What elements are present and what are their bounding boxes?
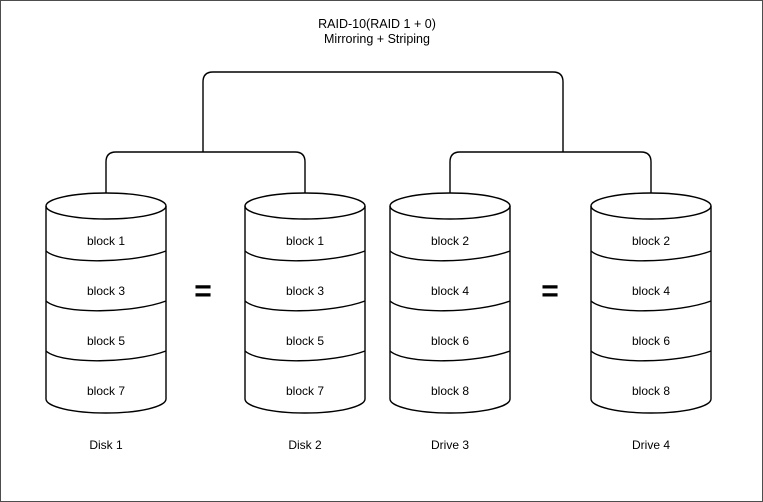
disk-1-block-3: block 5: [87, 334, 125, 348]
cylinder-body: [244, 206, 366, 414]
block-separator: [244, 350, 366, 362]
right-mirror-connector: [449, 151, 652, 193]
block-separator: [45, 250, 167, 262]
disk-3-block-1: block 2: [431, 234, 469, 248]
disk-2-cylinder: block 1 block 3 block 5 block 7 Disk 2: [244, 192, 366, 452]
disk-3-block-4: block 8: [431, 384, 469, 398]
block-separator: [45, 350, 167, 362]
block-separator: [590, 300, 712, 312]
cylinder-top-ellipse: [389, 192, 511, 220]
cylinder-top-ellipse: [590, 192, 712, 220]
disk-3-cylinder: block 2 block 4 block 6 block 8 Drive 3: [389, 192, 511, 452]
disk-2-block-1: block 1: [286, 234, 324, 248]
block-separator: [244, 250, 366, 262]
block-separator: [590, 250, 712, 262]
disk-2-label: Disk 2: [288, 438, 322, 452]
cylinder-top-ellipse: [45, 192, 167, 220]
disk-4-block-2: block 4: [632, 284, 670, 298]
diagram-subtitle: Mirroring + Striping: [324, 32, 430, 46]
disk-1-block-1: block 1: [87, 234, 125, 248]
disk-4-block-1: block 2: [632, 234, 670, 248]
disk-3-block-3: block 6: [431, 334, 469, 348]
left-mirror-connector: [105, 151, 306, 193]
disk-2-block-3: block 5: [286, 334, 324, 348]
disk-4-label: Drive 4: [632, 438, 670, 452]
cylinder-body: [590, 206, 712, 414]
disk-3-block-2: block 4: [431, 284, 469, 298]
top-stripe-connector: [202, 71, 564, 152]
disk-2-block-4: block 7: [286, 384, 324, 398]
equals-symbol: =: [541, 275, 559, 308]
disk-1-block-2: block 3: [87, 284, 125, 298]
cylinder-body: [45, 206, 167, 414]
disk-4-block-4: block 8: [632, 384, 670, 398]
disk-1-label: Disk 1: [89, 438, 123, 452]
disk-4-block-3: block 6: [632, 334, 670, 348]
block-separator: [389, 250, 511, 262]
block-separator: [590, 350, 712, 362]
block-separator: [244, 300, 366, 312]
diagram-title: RAID-10(RAID 1 + 0): [318, 17, 436, 31]
disk-1-block-4: block 7: [87, 384, 125, 398]
connector-tree: [105, 71, 652, 193]
disk-4-cylinder: block 2 block 4 block 6 block 8 Drive 4: [590, 192, 712, 452]
cylinder-body: [389, 206, 511, 414]
equals-symbol: =: [194, 275, 212, 308]
block-separator: [45, 300, 167, 312]
disk-1-cylinder: block 1 block 3 block 5 block 7 Disk 1: [45, 192, 167, 452]
block-separator: [389, 300, 511, 312]
equals-layer: ==: [194, 275, 559, 308]
cylinder-top-ellipse: [244, 192, 366, 220]
disk-2-block-2: block 3: [286, 284, 324, 298]
disk-3-label: Drive 3: [431, 438, 469, 452]
block-separator: [389, 350, 511, 362]
